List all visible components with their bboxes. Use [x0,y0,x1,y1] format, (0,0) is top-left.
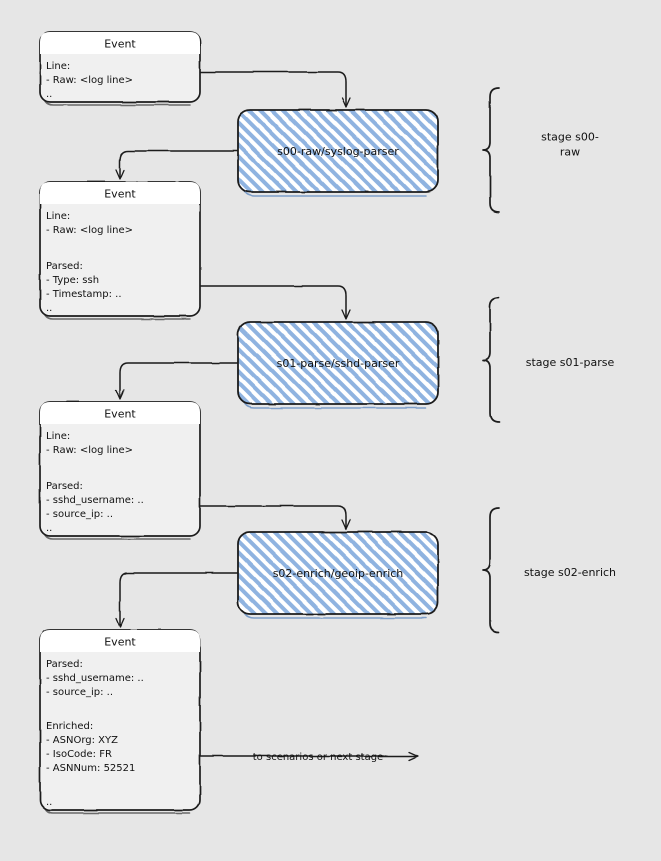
event-header-fill [40,402,200,424]
event-title: Event [104,188,136,201]
event-field-line: Enriched: [46,721,93,732]
parser-box[interactable]: s00-raw/syslog-parser [237,109,439,197]
conn-p00-to-e1 [115,150,239,180]
event-field-line: - Raw: <log line> [46,75,133,86]
event-field-line: - Raw: <log line> [46,225,133,236]
stage-group: stage s00- raw [482,87,599,213]
conn-e1-to-p01 [199,285,351,320]
event-field-line: Parsed: [46,659,83,670]
conn-e2-to-p02 [199,505,351,530]
event-box-body [39,629,201,811]
event-field-line: Parsed: [46,481,83,492]
event-field-line: - sshd_username: .. [46,673,144,684]
parser-layer: s00-raw/syslog-parser s01-parse/sshd-pars… [237,109,439,619]
connector-layer [115,71,419,761]
parser-label: s00-raw/syslog-parser [277,145,399,158]
event-title: Event [104,408,136,421]
stage-layer: stage s00- raw stage s01-parse stage s02-en… [482,87,616,633]
parser-box[interactable]: s01-parse/sshd-parser [237,321,439,409]
stage-group: stage s01-parse [482,297,615,423]
conn-e0-to-p00 [199,71,351,108]
parser-box-fill[interactable] [237,531,439,615]
event-ellipsis: .. [46,89,52,100]
stage-label: raw [560,146,580,159]
event-field-line: - Type: ssh [46,275,99,286]
parser-label: s01-parse/sshd-parser [277,357,400,370]
event-header-fill [40,630,200,652]
conn-p01-to-e2 [115,362,239,400]
event-field-line: - source_ip: .. [46,509,113,520]
event-title: Event [104,38,136,51]
flow-label: to scenarios or next stage [253,752,383,763]
stage-label: stage s00- [541,131,599,144]
parser-box-fill[interactable] [237,321,439,405]
event-header-fill [40,32,200,54]
event-field-line: - source_ip: .. [46,687,113,698]
event-field-line: - Raw: <log line> [46,445,133,456]
stage-label: stage s01-parse [526,356,615,369]
parser-box[interactable]: s02-enrich/geoip-enrich [237,531,439,619]
event-field-line: Line: [46,431,70,442]
event-field-line: Line: [46,211,70,222]
event-field-line: Line: [46,61,70,72]
event-field-line: - Timestamp: .. [46,289,122,300]
event-ellipsis: .. [46,797,52,808]
event-field-line: Parsed: [46,261,83,272]
parser-box-fill[interactable] [237,109,439,193]
event-title: Event [104,636,136,649]
event-ellipsis: .. [46,523,52,534]
event-field-line: - ASNOrg: XYZ [46,735,118,746]
event-ellipsis: .. [46,303,52,314]
event-field-line: - ASNNum: 52521 [46,763,135,774]
event-field-line: - IsoCode: FR [46,749,112,760]
flow-layer: to scenarios or next stage [253,752,383,763]
stage-label: stage s02-enrich [524,566,616,579]
conn-p02-to-e3 [115,572,239,628]
event-field-line: - sshd_username: .. [46,495,144,506]
parser-label: s02-enrich/geoip-enrich [273,567,404,580]
event-header-fill [40,182,200,204]
stage-group: stage s02-enrich [482,507,616,633]
